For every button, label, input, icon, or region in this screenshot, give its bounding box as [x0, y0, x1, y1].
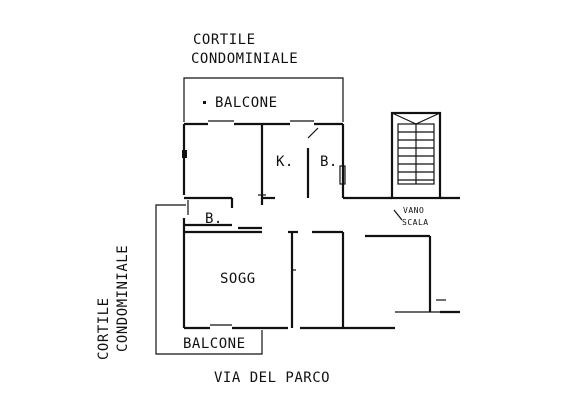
- balcony-top-label: BALCONE: [215, 95, 278, 111]
- stair-well: [390, 111, 442, 221]
- courtyard-top-label-line1: CORTILE: [193, 32, 256, 48]
- stair-label-line2: SCALA: [402, 218, 429, 227]
- street-label: VIA DEL PARCO: [214, 370, 330, 386]
- courtyard-left-label-line2: CONDOMINIALE: [115, 245, 131, 352]
- bath-left-label: B.: [205, 211, 223, 227]
- kitchen-label: K.: [276, 154, 294, 170]
- interior-walls: [184, 124, 446, 328]
- stair-label-line1: VANO: [403, 206, 424, 215]
- courtyard-top-label-line2: CONDOMINIALE: [191, 51, 298, 67]
- exterior-walls: [182, 120, 460, 330]
- balcony-top: [183, 77, 344, 122]
- balcony-bottom: [155, 204, 263, 355]
- courtyard-left-label-line1: CORTILE: [96, 297, 112, 360]
- balcony-bottom-label: BALCONE: [183, 336, 246, 352]
- bath-top-label: B.: [320, 154, 338, 170]
- living-label: SOGG: [220, 271, 256, 287]
